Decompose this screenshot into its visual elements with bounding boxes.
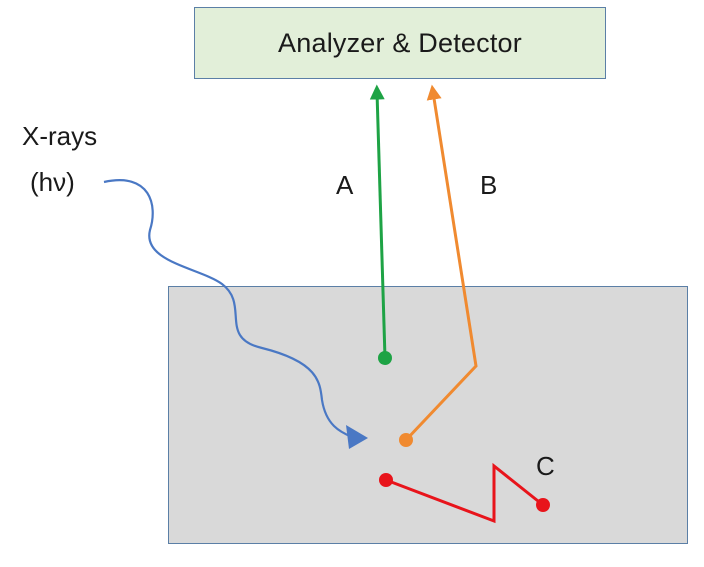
xray-wave-path xyxy=(103,179,353,439)
xray-arrowhead xyxy=(346,425,368,449)
xray-label: X-rays xyxy=(22,121,98,151)
path-b-origin-dot xyxy=(399,433,413,447)
path-c-label: C xyxy=(536,451,555,481)
path-a-origin-dot xyxy=(378,351,392,365)
photon-energy-label: (hν) xyxy=(30,167,75,197)
analyzer-detector-box: Analyzer & Detector xyxy=(194,7,606,79)
path-a-label: A xyxy=(336,170,354,200)
analyzer-detector-label: Analyzer & Detector xyxy=(278,27,522,58)
path-c-start-dot xyxy=(379,473,393,487)
path-b-label: B xyxy=(480,170,498,200)
path-a-line xyxy=(369,84,387,359)
path-c-line xyxy=(385,462,544,524)
path-b-line xyxy=(404,84,478,442)
path-c-end-dot xyxy=(536,498,550,512)
